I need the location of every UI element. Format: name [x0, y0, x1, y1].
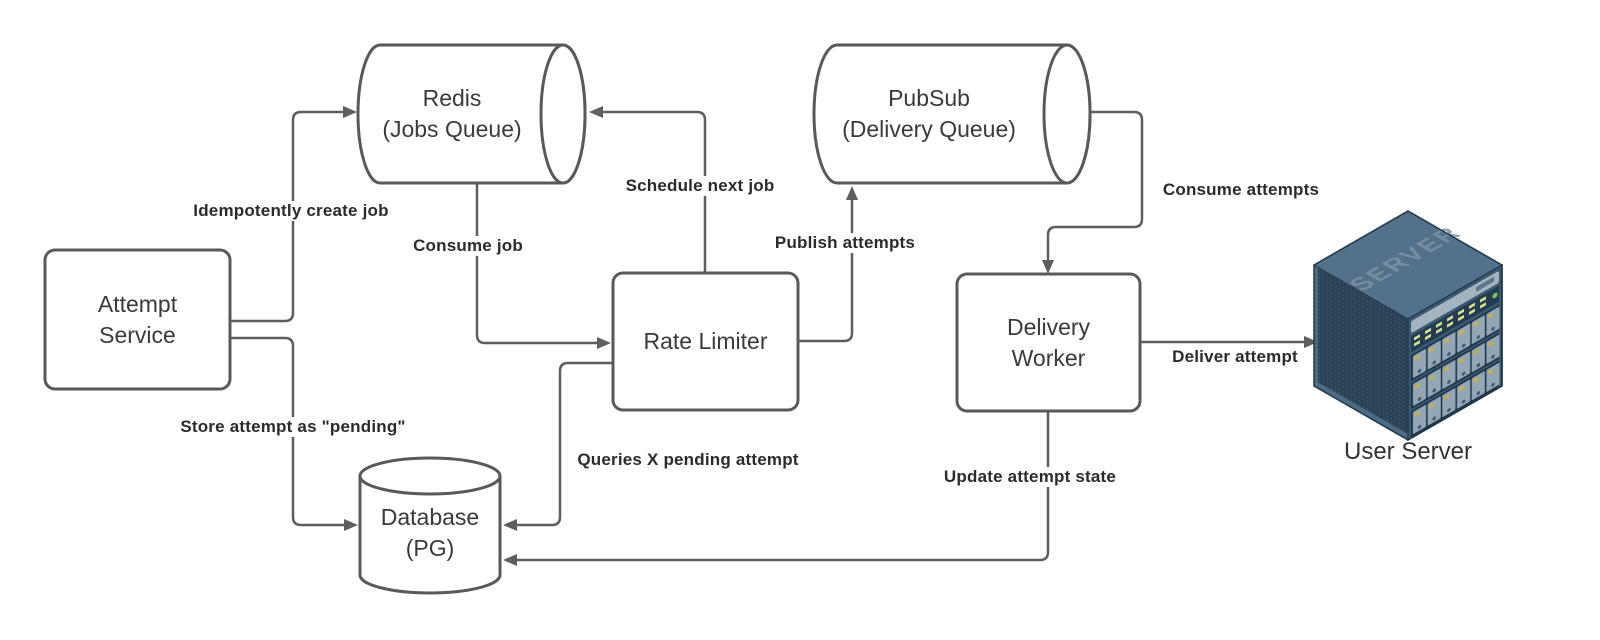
- server-left-face: [1314, 265, 1408, 440]
- edge-update-attempt-state[interactable]: [503, 411, 1050, 566]
- node-database-shape[interactable]: [358, 456, 502, 595]
- node-attempt-service-shape[interactable]: [43, 248, 232, 391]
- server-right-face: [1407, 263, 1503, 442]
- node-delivery-worker-shape[interactable]: [955, 272, 1142, 413]
- edge-consume-attempts[interactable]: [1042, 110, 1144, 274]
- edge-store-attempt-pending[interactable]: [230, 336, 358, 531]
- edge-idempotently-create-job[interactable]: [230, 106, 357, 323]
- edge-queries-pending-attempt[interactable]: [503, 361, 613, 531]
- node-pubsub-shape[interactable]: [812, 43, 1092, 185]
- edge-publish-attempts[interactable]: [798, 186, 858, 343]
- node-rate-limiter-shape[interactable]: [611, 271, 800, 412]
- user-server-icon[interactable]: SERVER: [1312, 210, 1504, 442]
- edge-schedule-next-job[interactable]: [589, 106, 707, 273]
- edge-consume-job[interactable]: [475, 183, 611, 349]
- node-redis-shape[interactable]: [356, 43, 587, 185]
